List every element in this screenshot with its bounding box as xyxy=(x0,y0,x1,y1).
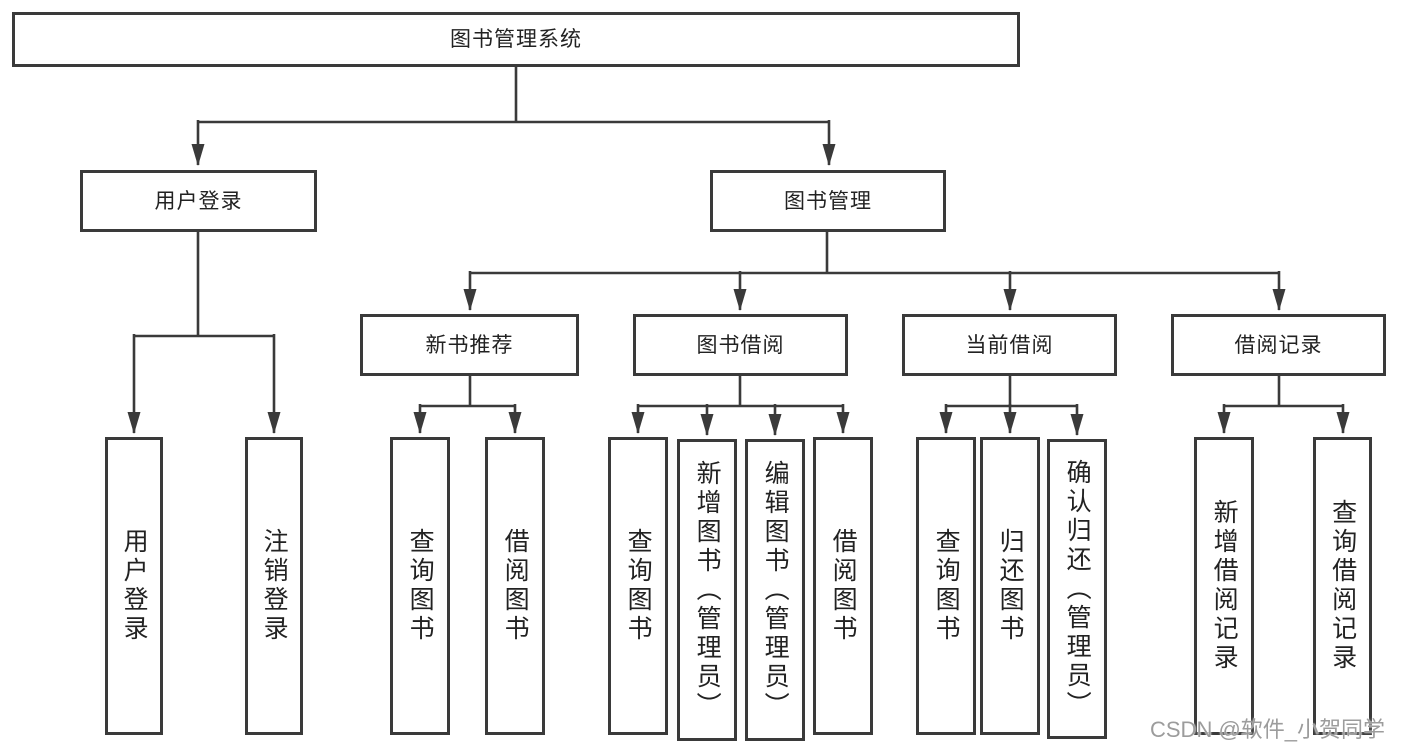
node-user-login-label: 用户登录 xyxy=(154,189,243,213)
leaf-current-return-book: 归还图书 xyxy=(980,437,1040,735)
leaf-borrowing-borrow-book: 借阅图书 xyxy=(813,437,873,735)
leaf-current-return-book-label: 归还图书 xyxy=(996,528,1025,644)
leaf-recommend-borrow-book-label: 借阅图书 xyxy=(501,528,530,644)
leaf-records-add-record-label: 新增借阅记录 xyxy=(1210,499,1239,673)
node-book-management-label: 图书管理 xyxy=(784,189,872,213)
node-current-borrowing-label: 当前借阅 xyxy=(965,333,1054,357)
leaf-user-login-label: 用户登录 xyxy=(120,528,149,644)
leaf-user-login: 用户登录 xyxy=(105,437,163,735)
leaf-borrowing-add-book-label: 新增图书（管理员） xyxy=(693,459,722,721)
leaf-records-add-record: 新增借阅记录 xyxy=(1194,437,1254,735)
leaf-logout: 注销登录 xyxy=(245,437,303,735)
leaf-records-query-record: 查询借阅记录 xyxy=(1313,437,1372,735)
leaf-records-query-record-label: 查询借阅记录 xyxy=(1328,499,1357,673)
node-book-borrowing: 图书借阅 xyxy=(633,314,848,376)
node-new-book-recommend-label: 新书推荐 xyxy=(425,333,514,357)
leaf-recommend-borrow-book: 借阅图书 xyxy=(485,437,545,735)
leaf-borrowing-add-book: 新增图书（管理员） xyxy=(677,439,737,741)
leaf-current-query-book-label: 查询图书 xyxy=(932,528,961,644)
leaf-current-confirm-return-label: 确认归还（管理员） xyxy=(1063,458,1092,720)
leaf-current-confirm-return: 确认归还（管理员） xyxy=(1047,439,1107,739)
leaf-logout-label: 注销登录 xyxy=(260,528,289,644)
leaf-recommend-query-book: 查询图书 xyxy=(390,437,450,735)
node-new-book-recommend: 新书推荐 xyxy=(360,314,579,376)
node-borrowing-records-label: 借阅记录 xyxy=(1234,333,1323,357)
node-library-system-label: 图书管理系统 xyxy=(450,28,582,51)
leaf-borrowing-query-book: 查询图书 xyxy=(608,437,668,735)
node-book-management: 图书管理 xyxy=(710,170,946,232)
leaf-borrowing-borrow-book-label: 借阅图书 xyxy=(829,528,858,644)
node-book-borrowing-label: 图书借阅 xyxy=(696,333,785,357)
node-current-borrowing: 当前借阅 xyxy=(902,314,1117,376)
watermark: CSDN @软件_小贺同学 xyxy=(1150,717,1386,742)
node-borrowing-records: 借阅记录 xyxy=(1171,314,1386,376)
leaf-borrowing-query-book-label: 查询图书 xyxy=(624,528,653,644)
node-library-system: 图书管理系统 xyxy=(12,12,1020,67)
leaf-current-query-book: 查询图书 xyxy=(916,437,976,735)
leaf-borrowing-edit-book: 编辑图书（管理员） xyxy=(745,439,805,741)
node-user-login: 用户登录 xyxy=(80,170,317,232)
leaf-borrowing-edit-book-label: 编辑图书（管理员） xyxy=(761,459,790,721)
leaf-recommend-query-book-label: 查询图书 xyxy=(406,528,435,644)
